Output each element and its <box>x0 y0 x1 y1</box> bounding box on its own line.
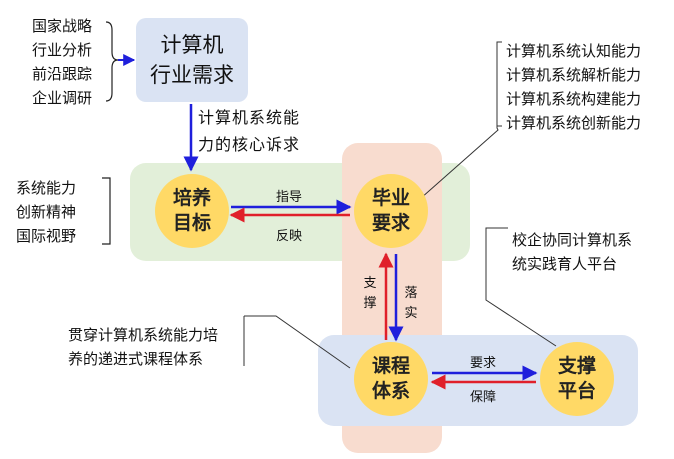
training-goal-node: 培养 目标 <box>155 174 229 248</box>
input-item: 行业分析 <box>32 41 93 59</box>
ability-item: 计算机系统构建能力 <box>506 90 642 108</box>
platform-leader-line <box>485 227 557 347</box>
core-demand-line: 力的核心诉求 <box>198 135 301 154</box>
input-item: 前沿跟踪 <box>32 65 93 83</box>
curriculum-leader-line <box>244 315 351 369</box>
goal-trait: 系统能力 <box>16 179 77 197</box>
guide-label: 指导 <box>276 190 303 205</box>
node-line: 课程 <box>371 355 410 377</box>
ability-item: 计算机系统解析能力 <box>506 66 642 84</box>
node-line: 平台 <box>557 380 596 402</box>
platform-desc-line: 校企协同计算机系 <box>512 231 633 249</box>
node-line: 毕业 <box>371 187 410 209</box>
node-line: 目标 <box>172 212 211 234</box>
support-platform-node: 支撑 平台 <box>540 342 614 416</box>
support-label: 支撑 <box>363 276 377 311</box>
implement-label: 落实 <box>404 286 418 321</box>
platform-description: 校企协同计算机系 统实践育人平台 <box>512 228 632 276</box>
abilities-bracket <box>497 41 502 127</box>
goal-trait: 创新精神 <box>16 203 77 221</box>
ability-item: 计算机系统认知能力 <box>506 42 642 60</box>
guarantee-label: 保障 <box>470 390 497 405</box>
industry-demand-line: 计算机 <box>160 33 224 57</box>
feedback-label: 反映 <box>276 229 303 244</box>
curriculum-description: 贯穿计算机系统能力培 养的递进式课程体系 <box>68 323 218 371</box>
core-demand-label: 计算机系统能 力的核心诉求 <box>198 104 300 158</box>
core-demand-line: 计算机系统能 <box>198 108 301 127</box>
goal-traits-bracket <box>102 177 111 245</box>
input-item: 国家战略 <box>32 17 93 35</box>
abilities-leader-line <box>411 41 500 207</box>
input-bracket <box>105 21 119 102</box>
curriculum-desc-line: 养的递进式课程体系 <box>68 350 204 368</box>
graduation-requirement-node: 毕业 要求 <box>354 174 428 248</box>
require-label: 要求 <box>470 356 497 371</box>
node-line: 体系 <box>371 380 410 402</box>
industry-demand-line: 行业需求 <box>150 63 234 87</box>
platform-desc-line: 统实践育人平台 <box>512 255 618 273</box>
goal-traits: 系统能力 创新精神 国际视野 <box>16 176 76 248</box>
node-line: 支撑 <box>557 355 596 377</box>
input-item: 企业调研 <box>32 89 93 107</box>
node-line: 要求 <box>371 212 410 234</box>
goal-trait: 国际视野 <box>16 227 77 245</box>
curriculum-system-node: 课程 体系 <box>354 342 428 416</box>
curriculum-desc-line: 贯穿计算机系统能力培 <box>68 326 219 344</box>
input-list: 国家战略 行业分析 前沿跟踪 企业调研 <box>32 14 92 110</box>
ability-item: 计算机系统创新能力 <box>506 114 642 132</box>
node-line: 培养 <box>172 187 211 209</box>
industry-demand-box: 计算机 行业需求 <box>136 18 248 102</box>
ability-list: 计算机系统认知能力 计算机系统解析能力 计算机系统构建能力 计算机系统创新能力 <box>506 39 641 135</box>
